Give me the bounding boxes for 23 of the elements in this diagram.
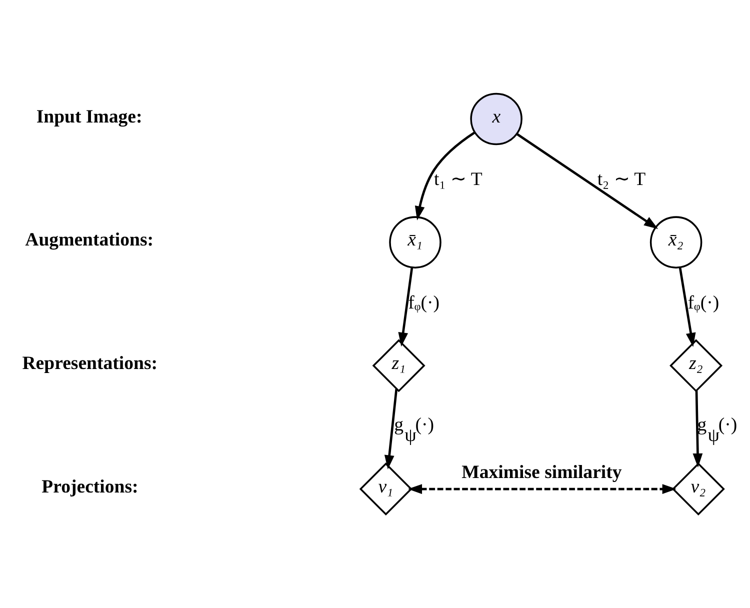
- label: Input Image:: [36, 106, 142, 128]
- node-diamond: z₂: [670, 339, 723, 392]
- node-circle: x: [470, 92, 522, 146]
- arrow: [398, 267, 414, 347]
- node-diamond: z₁: [372, 339, 426, 392]
- arrow: [414, 131, 476, 220]
- arrow: [408, 484, 676, 494]
- arrow: [692, 390, 703, 468]
- edge-label: fᵩ(·): [408, 292, 440, 314]
- label: Augmentations:: [25, 230, 154, 251]
- edge-label: fᵩ(·): [688, 292, 720, 314]
- node-diamond: v₂: [672, 462, 725, 516]
- arrow: [384, 388, 398, 470]
- label: Projections:: [42, 476, 138, 498]
- node-circle: x̄₁: [389, 216, 442, 268]
- arrow: [678, 267, 696, 347]
- arrow: [516, 133, 658, 230]
- edge-label: t₂ ∼ T: [597, 169, 646, 190]
- node-circle: x̄₂: [650, 216, 702, 268]
- edge-label: Maximise similarity: [462, 462, 622, 484]
- edge-label: t₁ ∼ T: [434, 169, 482, 190]
- label: Representations:: [22, 352, 158, 374]
- node-diamond: v₁: [359, 462, 412, 516]
